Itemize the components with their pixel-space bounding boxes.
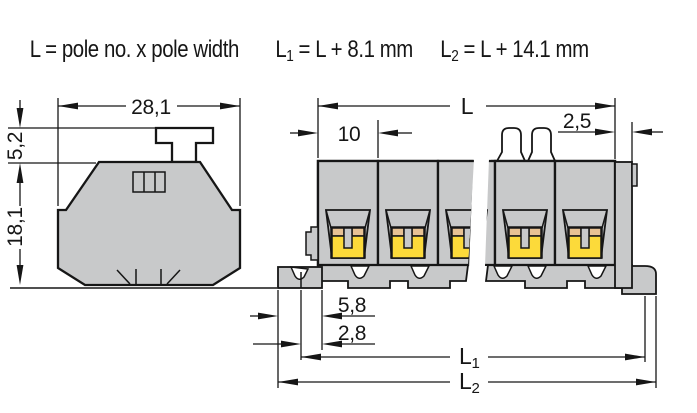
foot-notch	[349, 265, 371, 279]
side-housing-body	[56, 160, 242, 287]
dim-label-end-offset: 2,5	[563, 110, 591, 133]
dim-label-foot-width: 5,8	[338, 294, 366, 317]
rail-feet-right	[484, 264, 657, 295]
side-lever	[154, 126, 215, 164]
pole-group-left	[316, 159, 474, 267]
dimension-5-2-and-18-1: 5,2 18,1	[4, 100, 160, 285]
dimension-10: 10	[290, 120, 412, 158]
dim-label-pole-width: 10	[338, 123, 361, 146]
front-view: L 10 2,5 5,8	[250, 93, 663, 397]
dimension-L2: L2	[278, 296, 657, 397]
rail-feet-left	[317, 264, 470, 289]
side-tab	[305, 226, 319, 261]
dim-label-width: 28,1	[131, 96, 171, 119]
dimension-2-8: 2,8	[253, 290, 375, 360]
header-formulas: L = pole no. x pole width L1= L + 8.1 mm…	[30, 35, 589, 65]
dim-label-body-height: 18,1	[4, 207, 27, 247]
foot-notch	[409, 265, 431, 279]
dim-label-length: L	[461, 93, 474, 119]
formula-l2: L2= L + 14.1 mm	[440, 35, 588, 65]
formula-l1: L1= L + 8.1 mm	[275, 35, 412, 65]
dimension-5-8: 5,8	[250, 290, 375, 388]
side-view: 28,1 5,2 18,1	[4, 96, 277, 289]
dim-label-foot-offset: 2,8	[338, 322, 366, 345]
formula-pole-width: L = pole no. x pole width	[30, 35, 239, 62]
foot-notch	[526, 265, 548, 279]
dim-label-lever-height: 5,2	[4, 132, 27, 160]
foot-notch	[586, 265, 608, 279]
dimension-L1: L1	[301, 296, 646, 372]
foot-notch	[289, 266, 310, 280]
dimension-2-5: 2,5	[558, 110, 663, 162]
end-plate-latch	[631, 163, 638, 187]
dimension-L: L	[317, 93, 616, 159]
marker-window-icon	[132, 171, 166, 193]
dimension-28-1: 28,1	[57, 96, 241, 206]
locking-lever-2	[526, 127, 557, 162]
end-plate	[614, 161, 633, 289]
rail-catch-detail	[116, 269, 181, 285]
foot-notch	[492, 265, 514, 279]
dim-label-l2: L2	[459, 368, 480, 397]
locking-lever-1	[495, 127, 527, 162]
dim-label-l1: L1	[459, 343, 480, 372]
